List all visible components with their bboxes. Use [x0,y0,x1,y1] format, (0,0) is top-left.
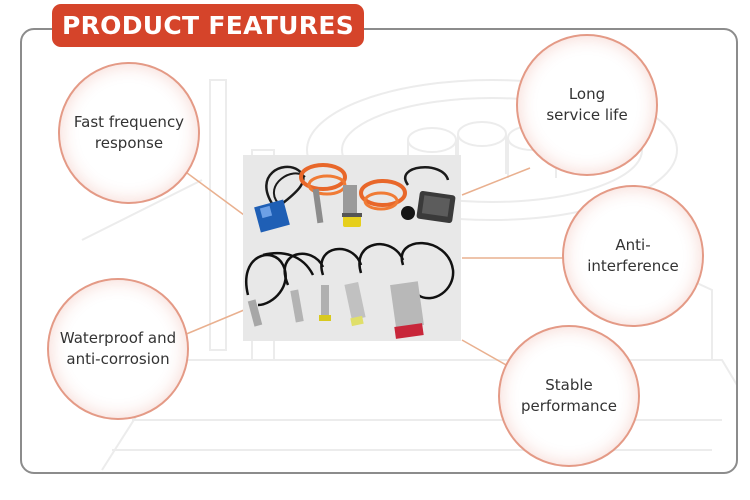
connector-waterproof [183,309,245,336]
red-cap-sensor [390,281,424,339]
feature-label: Anti- interference [587,236,679,275]
connector-fast-frequency [182,169,245,216]
feature-label: Waterproof and anti-corrosion [59,329,177,368]
flat-black-sensor [401,166,456,223]
feature-waterproof-circle: Waterproof and anti-corrosion [47,278,189,420]
feature-anti-interference-circle: Anti- interference [562,185,704,327]
yellow-cap-sensor [342,213,362,227]
product-photo [243,155,461,341]
feature-label: Long service life [546,85,628,124]
orange-cable-sensors [299,163,407,224]
feature-label: Fast frequency response [73,113,185,152]
connector-long-life [461,167,531,196]
feature-fast-frequency-circle: Fast frequency response [58,62,200,204]
metal-sensor-bodies [247,281,366,327]
black-cable-sensors [245,241,455,307]
feature-stable-performance-circle: Stable performance [498,325,640,467]
feature-label: Stable performance [520,376,618,415]
feature-long-service-life-circle: Long service life [516,34,658,176]
page-title: PRODUCT FEATURES [52,4,364,47]
